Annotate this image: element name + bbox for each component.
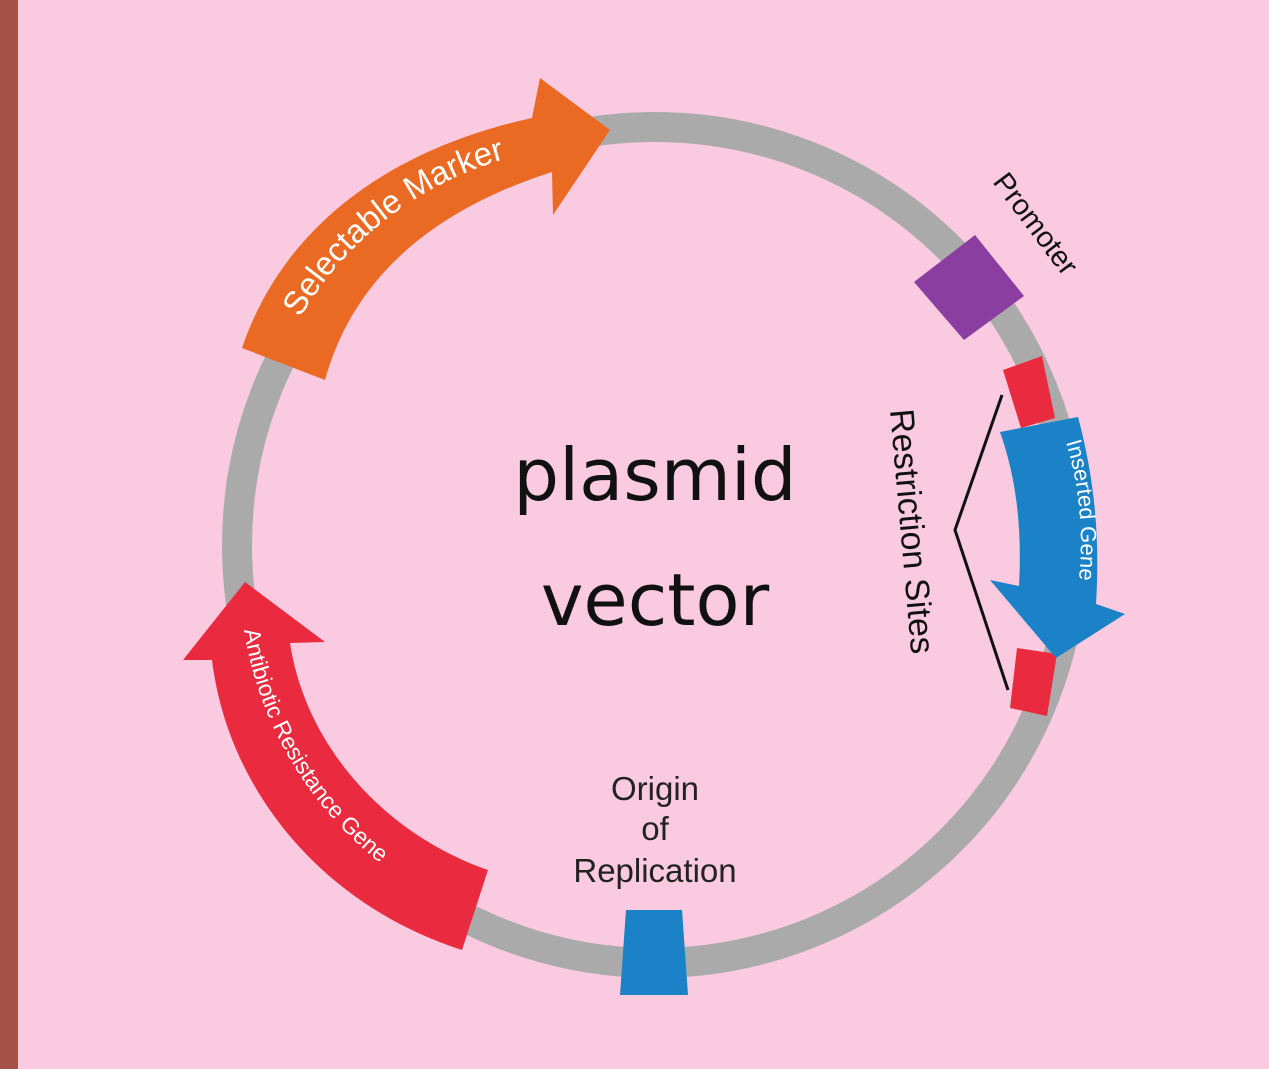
title-line-1: plasmid: [513, 433, 796, 517]
restriction-sites-label: Restriction Sites: [882, 407, 941, 655]
origin-label-line3: Replication: [573, 852, 736, 889]
antibiotic-resistance-arrow: [183, 582, 488, 950]
selectable-marker-arrow: [242, 78, 610, 380]
origin-block: [620, 910, 688, 995]
inserted-gene-arrow: [990, 417, 1125, 658]
restriction-site-lower: [1010, 648, 1057, 716]
origin-label-line2: of: [641, 810, 669, 847]
left-border-strip: [0, 0, 18, 1069]
title-line-2: vector: [541, 558, 770, 642]
promoter-block: [914, 235, 1024, 340]
origin-label-line1: Origin: [611, 770, 699, 807]
promoter-label: Promoter: [986, 167, 1084, 282]
restriction-site-upper: [1003, 356, 1055, 428]
restriction-sites-bracket: [953, 394, 1010, 691]
